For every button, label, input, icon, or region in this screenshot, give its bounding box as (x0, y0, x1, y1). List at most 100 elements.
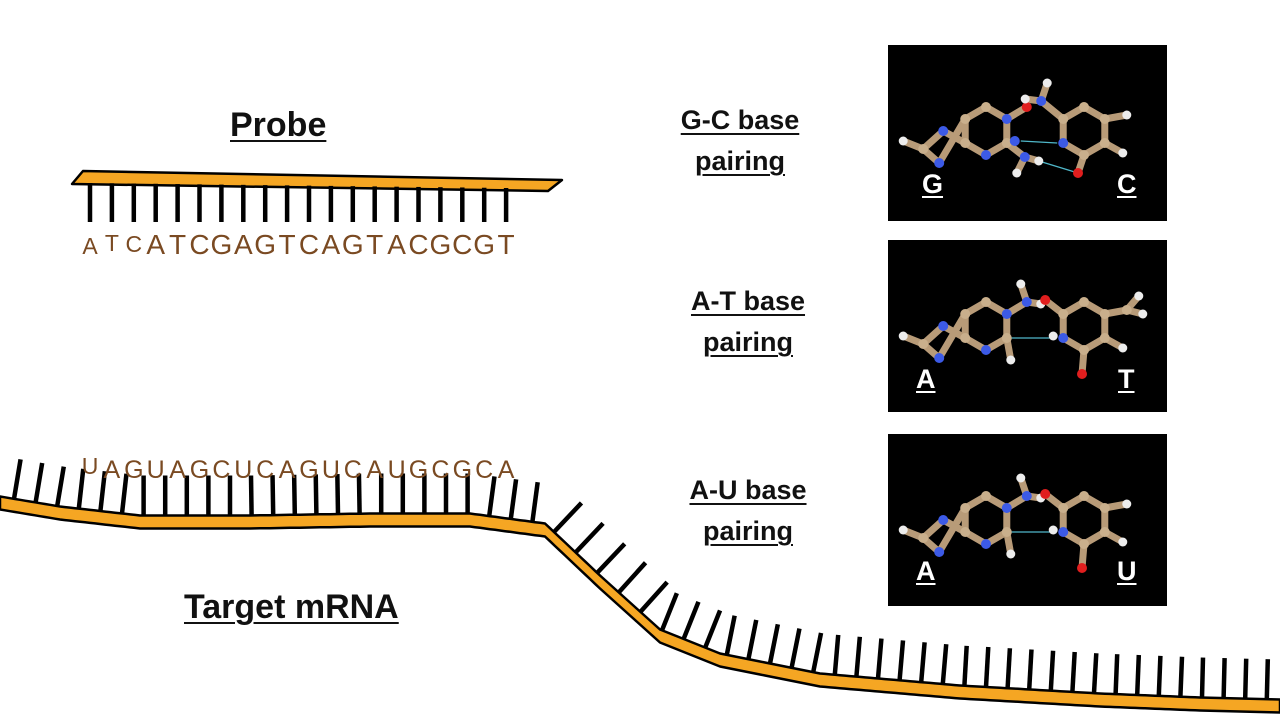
target-nucleotide-letter: G (453, 456, 472, 484)
target-tooth (33, 462, 45, 503)
target-tooth (1134, 654, 1142, 696)
target-tooth (1113, 654, 1120, 695)
molecule-atom (1079, 539, 1089, 549)
target-tooth (335, 474, 341, 515)
probe-title: Probe (230, 106, 327, 144)
hydrogen-bond (1020, 140, 1058, 144)
molecule-atom (938, 126, 949, 136)
target-nucleotide-letter: A (279, 456, 296, 484)
molecule-atom (1099, 333, 1110, 343)
molecule-atom (1058, 309, 1069, 319)
target-tooth (1070, 651, 1077, 693)
target-tooth (508, 478, 519, 520)
molecule-atom (1048, 525, 1058, 535)
au-molecule-model (898, 473, 1132, 573)
molecule-atom (1077, 369, 1087, 379)
molecule-atom (898, 331, 908, 341)
molecule-atom (934, 547, 945, 557)
target-tooth (313, 474, 319, 515)
molecule-atom (1079, 491, 1089, 501)
target-tooth (832, 634, 841, 675)
probe-backbone (70, 169, 564, 193)
target-tooth (248, 475, 254, 516)
probe-nucleotide-letter: C (299, 229, 319, 260)
molecule-atom (1021, 297, 1032, 307)
target-tooth (291, 474, 298, 515)
molecule-atom (918, 339, 929, 349)
target-nucleotide-letter: U (147, 456, 165, 484)
molecule-atom (981, 150, 991, 160)
probe-nucleotide-letter: A (322, 229, 341, 260)
molecule-atom (1001, 309, 1012, 319)
target-tooth (98, 471, 108, 512)
target-tooth (573, 521, 605, 554)
target-tooth (940, 643, 949, 685)
at-pairing-label-line1: A-T base (690, 286, 806, 316)
target-nucleotide-letter: U (234, 456, 252, 484)
molecule-atom (1058, 114, 1069, 124)
molecule-atom (1099, 309, 1110, 319)
molecule-atom (1138, 309, 1148, 319)
target-tooth (76, 468, 86, 509)
probe-nucleotide-letter: G (211, 229, 233, 260)
target-nucleotide-letter: C (212, 456, 230, 484)
target-tooth (962, 645, 969, 686)
molecule-atom (1001, 527, 1012, 537)
gc-molecule-model (898, 78, 1132, 178)
molecule-atom (1077, 563, 1087, 573)
target-tooth (703, 609, 723, 649)
molecule-atom (1118, 343, 1128, 353)
molecule-atom (1021, 491, 1032, 501)
molecule-atom (1058, 138, 1069, 148)
molecule-atom (1122, 110, 1132, 120)
gc-pairing-label-line1: G-C base (680, 105, 800, 135)
molecule-bond (935, 310, 969, 362)
target-tooth (1091, 653, 1099, 694)
probe-nucleotide-letter: A (234, 229, 253, 260)
target-tooth (1048, 650, 1056, 691)
molecule-atom (1118, 148, 1128, 158)
molecule-atom (1016, 473, 1026, 483)
target-tooth (918, 642, 927, 683)
target-nucleotide-letter: G (124, 456, 143, 484)
target-tooth (1026, 649, 1034, 690)
molecule-atom (1058, 333, 1069, 343)
molecule-atom (1020, 94, 1030, 104)
molecule-atom (1079, 345, 1089, 355)
molecule-atom (1021, 102, 1032, 112)
molecule-atom (981, 345, 991, 355)
molecule-atom (1006, 549, 1016, 559)
target-nucleotide-letter: G (299, 456, 318, 484)
molecule-atom (1001, 114, 1012, 124)
target-tooth (617, 561, 648, 594)
probe-nucleotide-letter: G (254, 229, 276, 260)
target-nucleotide-letter: A (104, 456, 121, 484)
molecule-atom (1079, 150, 1089, 160)
target-nucleotide-letter: G (190, 456, 209, 484)
au-molecule-panel: A U (888, 434, 1167, 606)
probe-nucleotide-letter: C (189, 229, 209, 260)
target-nucleotide-letter: A (169, 456, 186, 484)
molecule-atom (1079, 297, 1089, 307)
target-nucleotide-letter: U (82, 453, 99, 479)
target-tooth (1199, 657, 1206, 698)
molecule-atom (1058, 503, 1069, 513)
molecule-atom (1001, 138, 1012, 148)
target-nucleotide-letter: C (344, 456, 362, 484)
molecule-atom (898, 525, 908, 535)
probe-nucleotide-letter: A (146, 229, 165, 260)
target-nucleotide-letter: C (256, 456, 274, 484)
probe-nucleotide-letter: T (366, 229, 383, 260)
target-tooth (54, 466, 66, 507)
au-pairing-label: A-U base pairing (676, 470, 820, 552)
molecule-atom (1036, 96, 1047, 106)
hydrogen-bond (1038, 160, 1079, 174)
target-tooth (767, 623, 781, 664)
molecule-atom (1012, 168, 1022, 178)
target-tooth (356, 473, 362, 514)
molecule-atom (1122, 499, 1132, 509)
target-nucleotide-letter: G (409, 456, 428, 484)
target-tooth (854, 636, 863, 677)
